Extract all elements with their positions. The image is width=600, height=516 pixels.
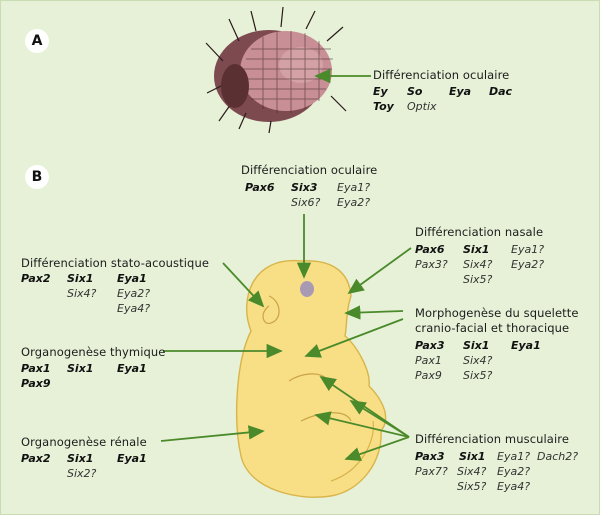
panel-b-letter: B [25, 165, 49, 189]
fly-head [205, 6, 347, 134]
eye-differentiation-label: Différenciation oculaire [241, 163, 378, 177]
thymic-organogenesis-label: Organogenèse thymique [21, 345, 166, 359]
arrow-stato [222, 262, 265, 308]
gene-label: Eya1 [117, 362, 147, 375]
gene-label: Six3 [291, 181, 318, 194]
gene-label: Six4? [457, 465, 487, 478]
gene-label: Six4? [463, 258, 493, 271]
gene-label: Eya1? [337, 181, 371, 194]
gene-label: Dach2? [537, 450, 579, 463]
gene-label: Six2? [67, 467, 97, 480]
gene-label: Eya1 [117, 272, 147, 285]
skeleton-morphogenesis-label: Morphogenèse du squelette [415, 306, 579, 320]
arrow-skeleton-1 [344, 305, 404, 320]
arrow-muscle-2 [349, 400, 410, 438]
arrow-muscle-4 [344, 436, 410, 462]
gene-label: Pax3 [415, 450, 445, 463]
arrows [160, 68, 412, 462]
panel-a-label: Différenciation oculaire [373, 68, 510, 82]
gene-label: Pax3 [415, 339, 445, 352]
gene-label: Toy [373, 100, 394, 113]
gene-label: Eya1 [117, 452, 147, 465]
gene-label: Six1 [67, 452, 94, 465]
arrow-muscle-3 [314, 411, 410, 438]
arrow-renal [160, 425, 265, 442]
gene-label: So [407, 85, 423, 98]
gene-label: Eya4? [497, 480, 531, 493]
embryo-body [236, 260, 387, 498]
gene-label: Pax1 [21, 362, 51, 375]
embryo-eye [300, 281, 314, 297]
gene-label: Pax1 [415, 354, 442, 367]
gene-label: Six1 [67, 362, 94, 375]
panel-a-letter: A [25, 29, 49, 53]
gene-label: Pax2 [21, 452, 51, 465]
gene-label: Six5? [463, 369, 493, 382]
gene-label: Eya2? [497, 465, 531, 478]
skeleton-morphogenesis-label-line2: cranio-facial et thoracique [415, 321, 570, 335]
gene-label: Six1 [463, 243, 490, 256]
gene-label: Optix [407, 100, 437, 113]
gene-label: Ey [373, 85, 388, 98]
gene-label: Six5? [457, 480, 487, 493]
gene-label: Eya1? [511, 243, 545, 256]
gene-label: Six1 [459, 450, 486, 463]
gene-label: Six4? [67, 287, 97, 300]
gene-label: Eya1 [511, 339, 541, 352]
arrow-skeleton-2 [304, 318, 404, 358]
arrow-nasal [347, 247, 412, 295]
gene-label: Eya1? [497, 450, 531, 463]
nasal-differentiation-label: Différenciation nasale [415, 225, 544, 239]
gene-label: Pax6 [415, 243, 445, 256]
gene-label: Eya4? [117, 302, 151, 315]
gene-label: Six6? [291, 196, 321, 209]
gene-label: Six4? [463, 354, 493, 367]
gene-label: Six1 [463, 339, 490, 352]
gene-label: Pax2 [21, 272, 51, 285]
gene-label: Dac [489, 85, 513, 98]
muscle-differentiation-label: Différenciation musculaire [415, 432, 569, 446]
gene-label: Eya2? [117, 287, 151, 300]
renal-organogenesis-label: Organogenèse rénale [21, 435, 147, 449]
gene-label: Six5? [463, 273, 493, 286]
gene-label: Pax3? [415, 258, 448, 271]
gene-label: Eya [449, 85, 472, 98]
gene-label: Pax9 [21, 377, 51, 390]
gene-label: Eya2? [337, 196, 371, 209]
gene-label: Eya2? [511, 258, 545, 271]
gene-label: Pax9 [415, 369, 442, 382]
gene-label: Pax7? [415, 465, 448, 478]
gene-label: Pax6 [245, 181, 275, 194]
gene-label: Six1 [67, 272, 94, 285]
stato-acoustic-label: Différenciation stato-acoustique [21, 256, 210, 270]
